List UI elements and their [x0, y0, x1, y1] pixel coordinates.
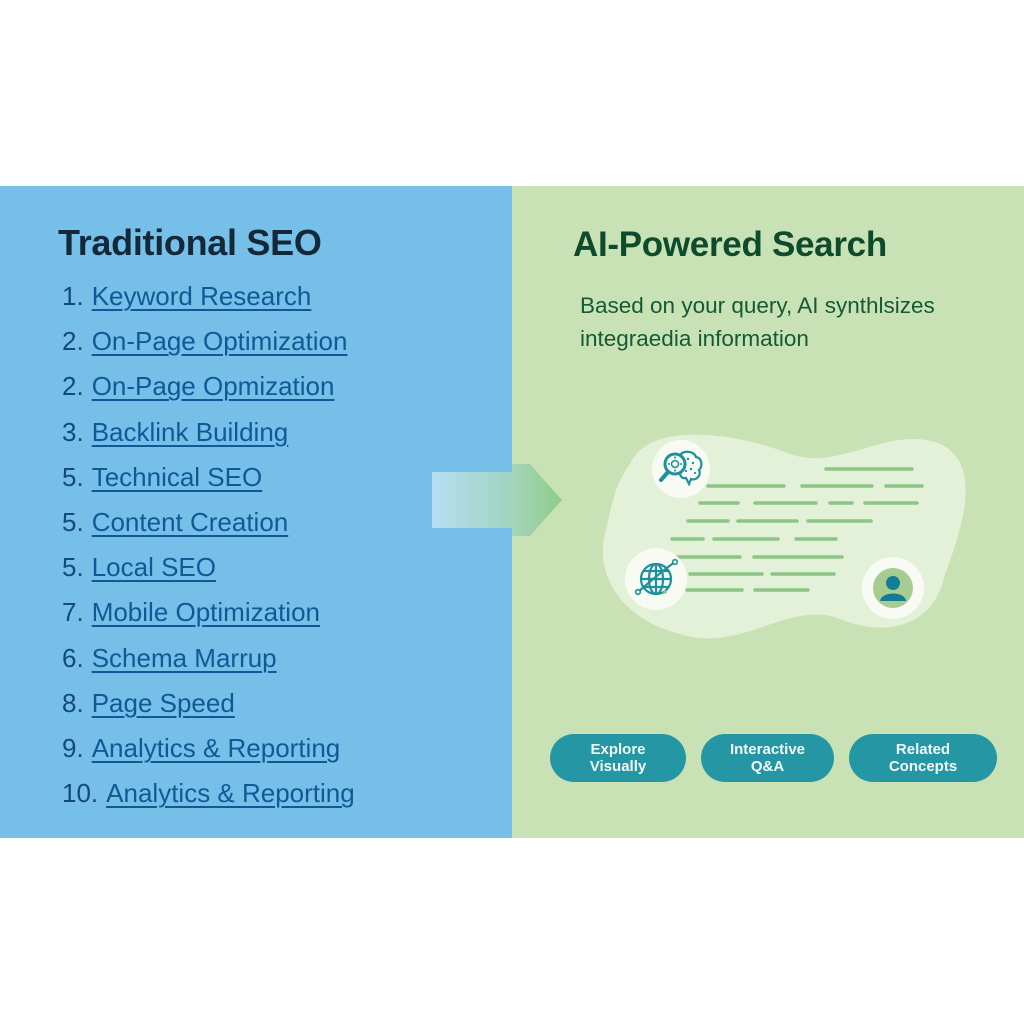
ai-search-description: Based on your query, AI synthlsizes inte… [580, 293, 935, 351]
brain-search-icon [652, 440, 710, 498]
item-number: 3. [62, 416, 84, 447]
seo-link-content-creation[interactable]: Content Creation [91, 507, 289, 538]
item-number: 8. [62, 687, 84, 718]
item-number: 5. [62, 507, 84, 538]
seo-link-analytics-reporting-2[interactable]: Analytics & Reporting [106, 778, 355, 809]
seo-link-keyword-research[interactable]: Keyword Research [91, 281, 312, 312]
list-item: 2.On-Page Opmization [62, 364, 355, 409]
seo-link-mobile-optimization[interactable]: Mobile Optimization [91, 597, 320, 628]
related-concepts-button[interactable]: Related Concepts [849, 734, 997, 782]
seo-link-page-speed[interactable]: Page Speed [91, 687, 235, 718]
seo-link-technical-seo[interactable]: Technical SEO [91, 461, 263, 492]
seo-link-analytics-reporting[interactable]: Analytics & Reporting [91, 732, 341, 763]
list-item: 6.Schema Marrup [62, 636, 355, 681]
list-item: 7.Mobile Optimization [62, 590, 355, 635]
seo-link-backlink-building[interactable]: Backlink Building [91, 416, 289, 447]
traditional-seo-title: Traditional SEO [58, 222, 322, 263]
ai-search-title: AI-Powered Search [573, 225, 887, 264]
list-item: 10.Analytics & Reporting [62, 771, 355, 816]
interactive-qa-button[interactable]: Interactive Q&A [701, 734, 834, 782]
item-number: 7. [62, 597, 84, 628]
globe-network-icon [625, 548, 687, 610]
seo-link-on-page-optimization[interactable]: On-Page Optimization [91, 326, 348, 357]
item-number: 2. [62, 326, 84, 357]
item-number: 2. [62, 371, 84, 402]
item-number: 9. [62, 732, 84, 763]
explore-visually-button[interactable]: Explore Visually [550, 734, 686, 782]
seo-link-on-page-opmization[interactable]: On-Page Opmization [91, 371, 335, 402]
item-number: 1. [62, 281, 84, 312]
seo-link-local-seo[interactable]: Local SEO [91, 552, 216, 583]
list-item: 3.Backlink Building [62, 410, 355, 455]
list-item: 1.Keyword Research [62, 274, 355, 319]
arrow-right-icon [432, 464, 562, 536]
list-item: 5.Local SEO [62, 545, 355, 590]
seo-steps-list: 1.Keyword Research 2.On-Page Optimizatio… [62, 274, 355, 816]
action-buttons: Explore Visually Interactive Q&A Related… [550, 734, 997, 782]
seo-link-schema-markup[interactable]: Schema Marrup [91, 642, 277, 673]
item-number: 10. [62, 778, 99, 809]
list-item: 5.Content Creation [62, 500, 355, 545]
traditional-seo-panel [0, 186, 512, 838]
list-item: 2.On-Page Optimization [62, 319, 355, 364]
user-avatar-icon [862, 557, 924, 619]
list-item: 5.Technical SEO [62, 455, 355, 500]
list-item: 9.Analytics & Reporting [62, 726, 355, 771]
item-number: 6. [62, 642, 84, 673]
item-number: 5. [62, 461, 84, 492]
item-number: 5. [62, 552, 84, 583]
list-item: 8.Page Speed [62, 681, 355, 726]
